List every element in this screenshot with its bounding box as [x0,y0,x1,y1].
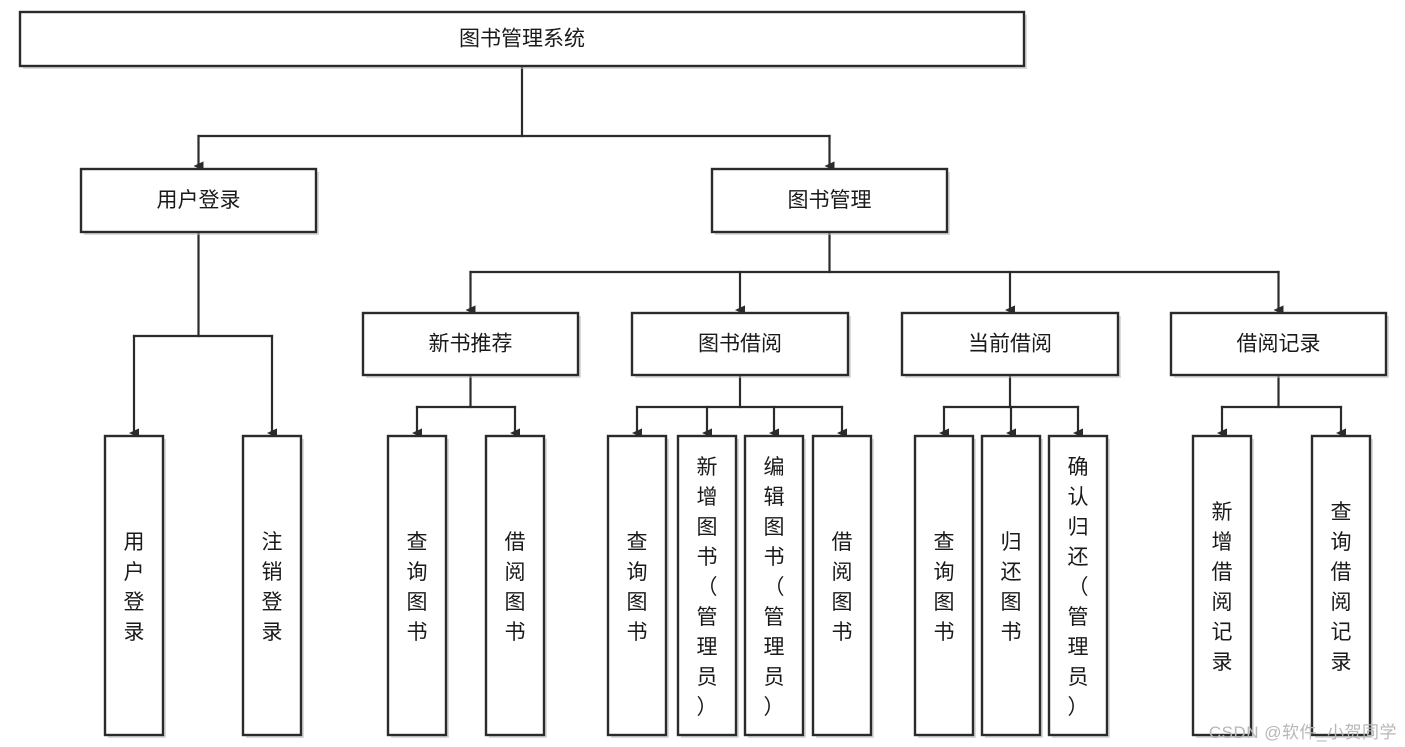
edge-group-book-manage [465,230,1284,315]
node-box[interactable] [103,434,165,737]
edge-group-current-borrow [939,373,1083,438]
node-current-borrow[interactable]: 当前借阅 [900,311,1121,378]
node-borrow-record[interactable]: 借阅记录 [1169,311,1389,378]
node-leaf-rec-borrow-book[interactable]: 借阅图书 [484,434,547,738]
edge-group-book-borrow [632,373,847,438]
node-leaf-rec-query-book[interactable]: 查询图书 [386,434,449,738]
node-leaf-cb-return-book[interactable]: 归还图书 [980,434,1043,738]
node-box[interactable] [900,311,1120,377]
node-leaf-br-add-record[interactable]: 新增借阅记录 [1191,434,1254,738]
node-label: 借阅图书 [505,531,526,644]
edge-group-user-login [129,230,277,438]
node-leaf-user-login[interactable]: 用户登录 [103,434,166,738]
node-label: 编辑图书（管理员） [764,456,785,719]
node-box[interactable] [361,311,580,377]
node-leaf-bb-add-book[interactable]: 新增图书（管理员） [676,434,739,738]
node-box[interactable] [710,167,949,234]
node-label: 查询图书 [934,531,955,644]
edge-group-borrow-record [1217,373,1346,438]
node-label: 查询图书 [407,531,428,644]
node-label: 新增图书（管理员） [697,456,718,719]
node-box[interactable] [1047,434,1109,737]
node-leaf-bb-edit-book[interactable]: 编辑图书（管理员） [743,434,806,738]
node-label: 用户登录 [124,531,145,644]
node-leaf-logout[interactable]: 注销登录 [241,434,304,738]
node-box[interactable] [606,434,668,737]
node-label: 归还图书 [1001,531,1022,644]
node-label: 查询借阅记录 [1331,501,1352,674]
node-box[interactable] [241,434,303,737]
node-root[interactable]: 图书管理系统 [18,10,1027,69]
node-box[interactable] [386,434,448,737]
node-label: 注销登录 [262,531,283,644]
node-leaf-bb-query-book[interactable]: 查询图书 [606,434,669,738]
node-leaf-br-query-record[interactable]: 查询借阅记录 [1310,434,1373,738]
node-leaf-cb-confirm-return[interactable]: 确认归还（管理员） [1047,434,1110,738]
node-box[interactable] [484,434,546,737]
node-leaf-bb-borrow-book[interactable]: 借阅图书 [811,434,874,738]
node-box[interactable] [980,434,1042,737]
node-label: 新书推荐 [429,333,513,356]
edge-group-root [193,64,835,171]
node-new-book-rec[interactable]: 新书推荐 [361,311,581,378]
node-label: 图书管理系统 [459,28,585,51]
nodes-layer: 图书管理系统用户登录图书管理新书推荐图书借阅当前借阅借阅记录用户登录注销登录查询… [18,10,1389,738]
node-box[interactable] [811,434,873,737]
node-label: 图书管理 [788,189,872,212]
node-label: 确认归还（管理员） [1068,456,1089,719]
node-box[interactable] [630,311,850,377]
node-book-borrow[interactable]: 图书借阅 [630,311,851,378]
node-label: 借阅图书 [832,531,853,644]
node-box[interactable] [18,10,1026,68]
node-box[interactable] [913,434,975,737]
node-box[interactable] [79,167,318,234]
node-label: 查询图书 [627,531,648,644]
node-label: 借阅记录 [1237,333,1321,356]
edges-layer [129,64,1346,438]
node-box[interactable] [1169,311,1388,377]
node-box[interactable] [1191,434,1253,737]
node-label: 新增借阅记录 [1212,501,1233,674]
edge-group-new-book-rec [412,373,520,438]
node-box[interactable] [676,434,738,737]
node-label: 图书借阅 [698,333,782,356]
node-label: 用户登录 [157,189,241,212]
node-box[interactable] [743,434,805,737]
node-box[interactable] [1310,434,1372,737]
node-leaf-cb-query-book[interactable]: 查询图书 [913,434,976,738]
node-book-manage[interactable]: 图书管理 [710,167,950,235]
node-user-login[interactable]: 用户登录 [79,167,319,235]
node-label: 当前借阅 [968,333,1052,356]
